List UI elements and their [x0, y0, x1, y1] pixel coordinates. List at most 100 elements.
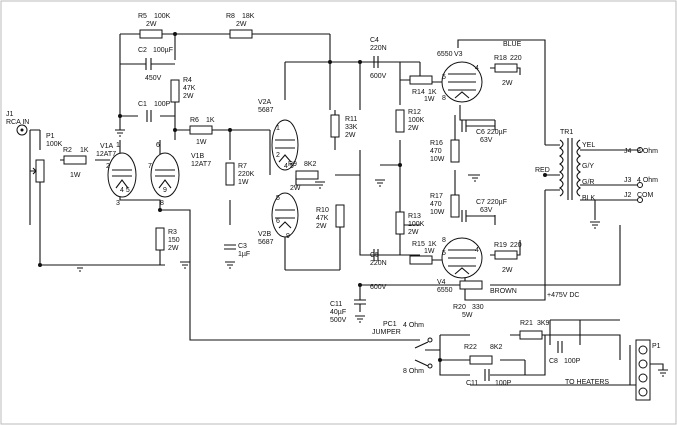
r3-power: 2W	[168, 245, 179, 252]
c7-volt: 63V	[480, 207, 493, 214]
c5-value: 220N	[370, 260, 387, 267]
c10-symbol	[484, 369, 490, 381]
tr1-secondary	[576, 139, 581, 197]
j2-ref: J2	[624, 192, 632, 199]
tr1-core	[567, 138, 573, 200]
p1-pin-1	[638, 345, 648, 355]
tr1-ref: TR1	[560, 129, 573, 136]
tr1-primary	[559, 139, 564, 197]
ground-icon	[75, 264, 85, 272]
p1-pin-3	[638, 373, 648, 383]
r16-ref: R16	[430, 140, 443, 147]
v3-ref: V3	[454, 51, 463, 58]
r7-body	[225, 162, 235, 186]
c6-volt: 63V	[480, 137, 493, 144]
v2-electrodes	[275, 139, 295, 229]
r22-value: 8K2	[490, 344, 503, 351]
r10-body	[335, 204, 345, 228]
pc1-option-a: 4 Ohm	[403, 322, 424, 329]
r14-ref: R14	[412, 89, 425, 96]
j2-terminal	[637, 197, 643, 203]
v3-v4-electrodes	[448, 73, 476, 275]
output-transformer	[559, 138, 581, 200]
brown-wire-label: BROWN	[490, 288, 517, 295]
v2b-envelope	[271, 192, 299, 238]
r19-body	[494, 250, 518, 260]
r20-body	[459, 280, 483, 290]
pin-label: 3	[116, 200, 120, 207]
c6-value: 220µF	[487, 129, 507, 136]
r13-power: 2W	[408, 229, 419, 236]
p1-ref: P1	[46, 133, 55, 140]
c7-symbol	[461, 210, 495, 222]
j1-ref: J1	[6, 111, 14, 118]
r11-ref: R11	[345, 116, 357, 123]
ground-icon	[375, 179, 385, 187]
r4-value: 47K	[183, 85, 196, 92]
r15-power: 1W	[424, 248, 435, 255]
r19-power: 2W	[502, 267, 513, 274]
ground-icon	[115, 129, 125, 137]
r10-power: 2W	[316, 223, 327, 230]
v2a-type: 5687	[258, 107, 274, 114]
r12-ref: R12	[408, 109, 421, 116]
j2-label: COM	[637, 192, 654, 199]
c7-value: 220µF	[487, 199, 507, 206]
pin-label: 4 5	[284, 163, 294, 170]
gr-wire-label: G/R	[582, 179, 594, 186]
gy-wire-label: G/Y	[582, 163, 594, 170]
red-wire-label: RED	[535, 167, 550, 174]
v4-ref: V4	[437, 279, 446, 286]
r4-ref: R4	[183, 77, 192, 84]
blk-wire-label: BLK	[582, 195, 596, 202]
j3-ref: J3	[624, 177, 632, 184]
r18-power: 2W	[502, 80, 513, 87]
r6-ref: R6	[190, 117, 199, 124]
ground-icon	[180, 261, 190, 269]
v2b-type: 5687	[258, 239, 274, 246]
j1-label: RCA IN	[6, 119, 29, 126]
c7-ref: C7	[476, 199, 485, 206]
pin-label: 9	[286, 233, 290, 240]
r14-power: 1W	[424, 96, 435, 103]
junction-dots	[38, 32, 547, 362]
pin-label: 2	[276, 152, 280, 159]
p1-pot-body	[35, 159, 45, 183]
r3-value: 150	[168, 237, 180, 244]
p1-wiper	[30, 167, 37, 175]
r6-body	[189, 125, 213, 135]
r8-value: 18K	[242, 13, 255, 20]
c2-ref: C2	[138, 47, 147, 54]
c4-volt: 600V	[370, 73, 387, 80]
pin-label: 4	[475, 247, 479, 254]
c10-value: 100P	[495, 380, 512, 387]
pin-label: 2	[106, 163, 110, 170]
r13-ref: R13	[408, 213, 421, 220]
j3-terminal	[637, 182, 643, 188]
j4-ref: J4	[624, 148, 632, 155]
r11-value: 33K	[345, 124, 358, 131]
pin-label: 5	[442, 250, 446, 257]
r2-ref: R2	[63, 147, 72, 154]
pin-label: 8	[160, 200, 164, 207]
r14-body	[409, 75, 433, 85]
r3-body	[155, 227, 165, 251]
r7-power: 1W	[238, 179, 249, 186]
r6-value: 1K	[206, 117, 215, 124]
p1-pin-2	[638, 359, 648, 369]
c11-volt: 500V	[330, 317, 347, 324]
pc1-contact-b	[427, 363, 433, 369]
c6-symbol	[461, 120, 495, 132]
r2-body	[63, 155, 87, 165]
ground-icon	[225, 261, 235, 269]
c11-ref: C11	[330, 301, 342, 308]
r15-ref: R15	[412, 241, 425, 248]
c11-value: 40µF	[330, 309, 346, 316]
pin-label: 1	[276, 125, 280, 132]
r9-body	[295, 170, 319, 180]
ground-icon	[470, 174, 480, 182]
c10-ref: C11	[466, 380, 478, 387]
r22-body	[469, 355, 493, 365]
pin-label: 4	[475, 65, 479, 72]
